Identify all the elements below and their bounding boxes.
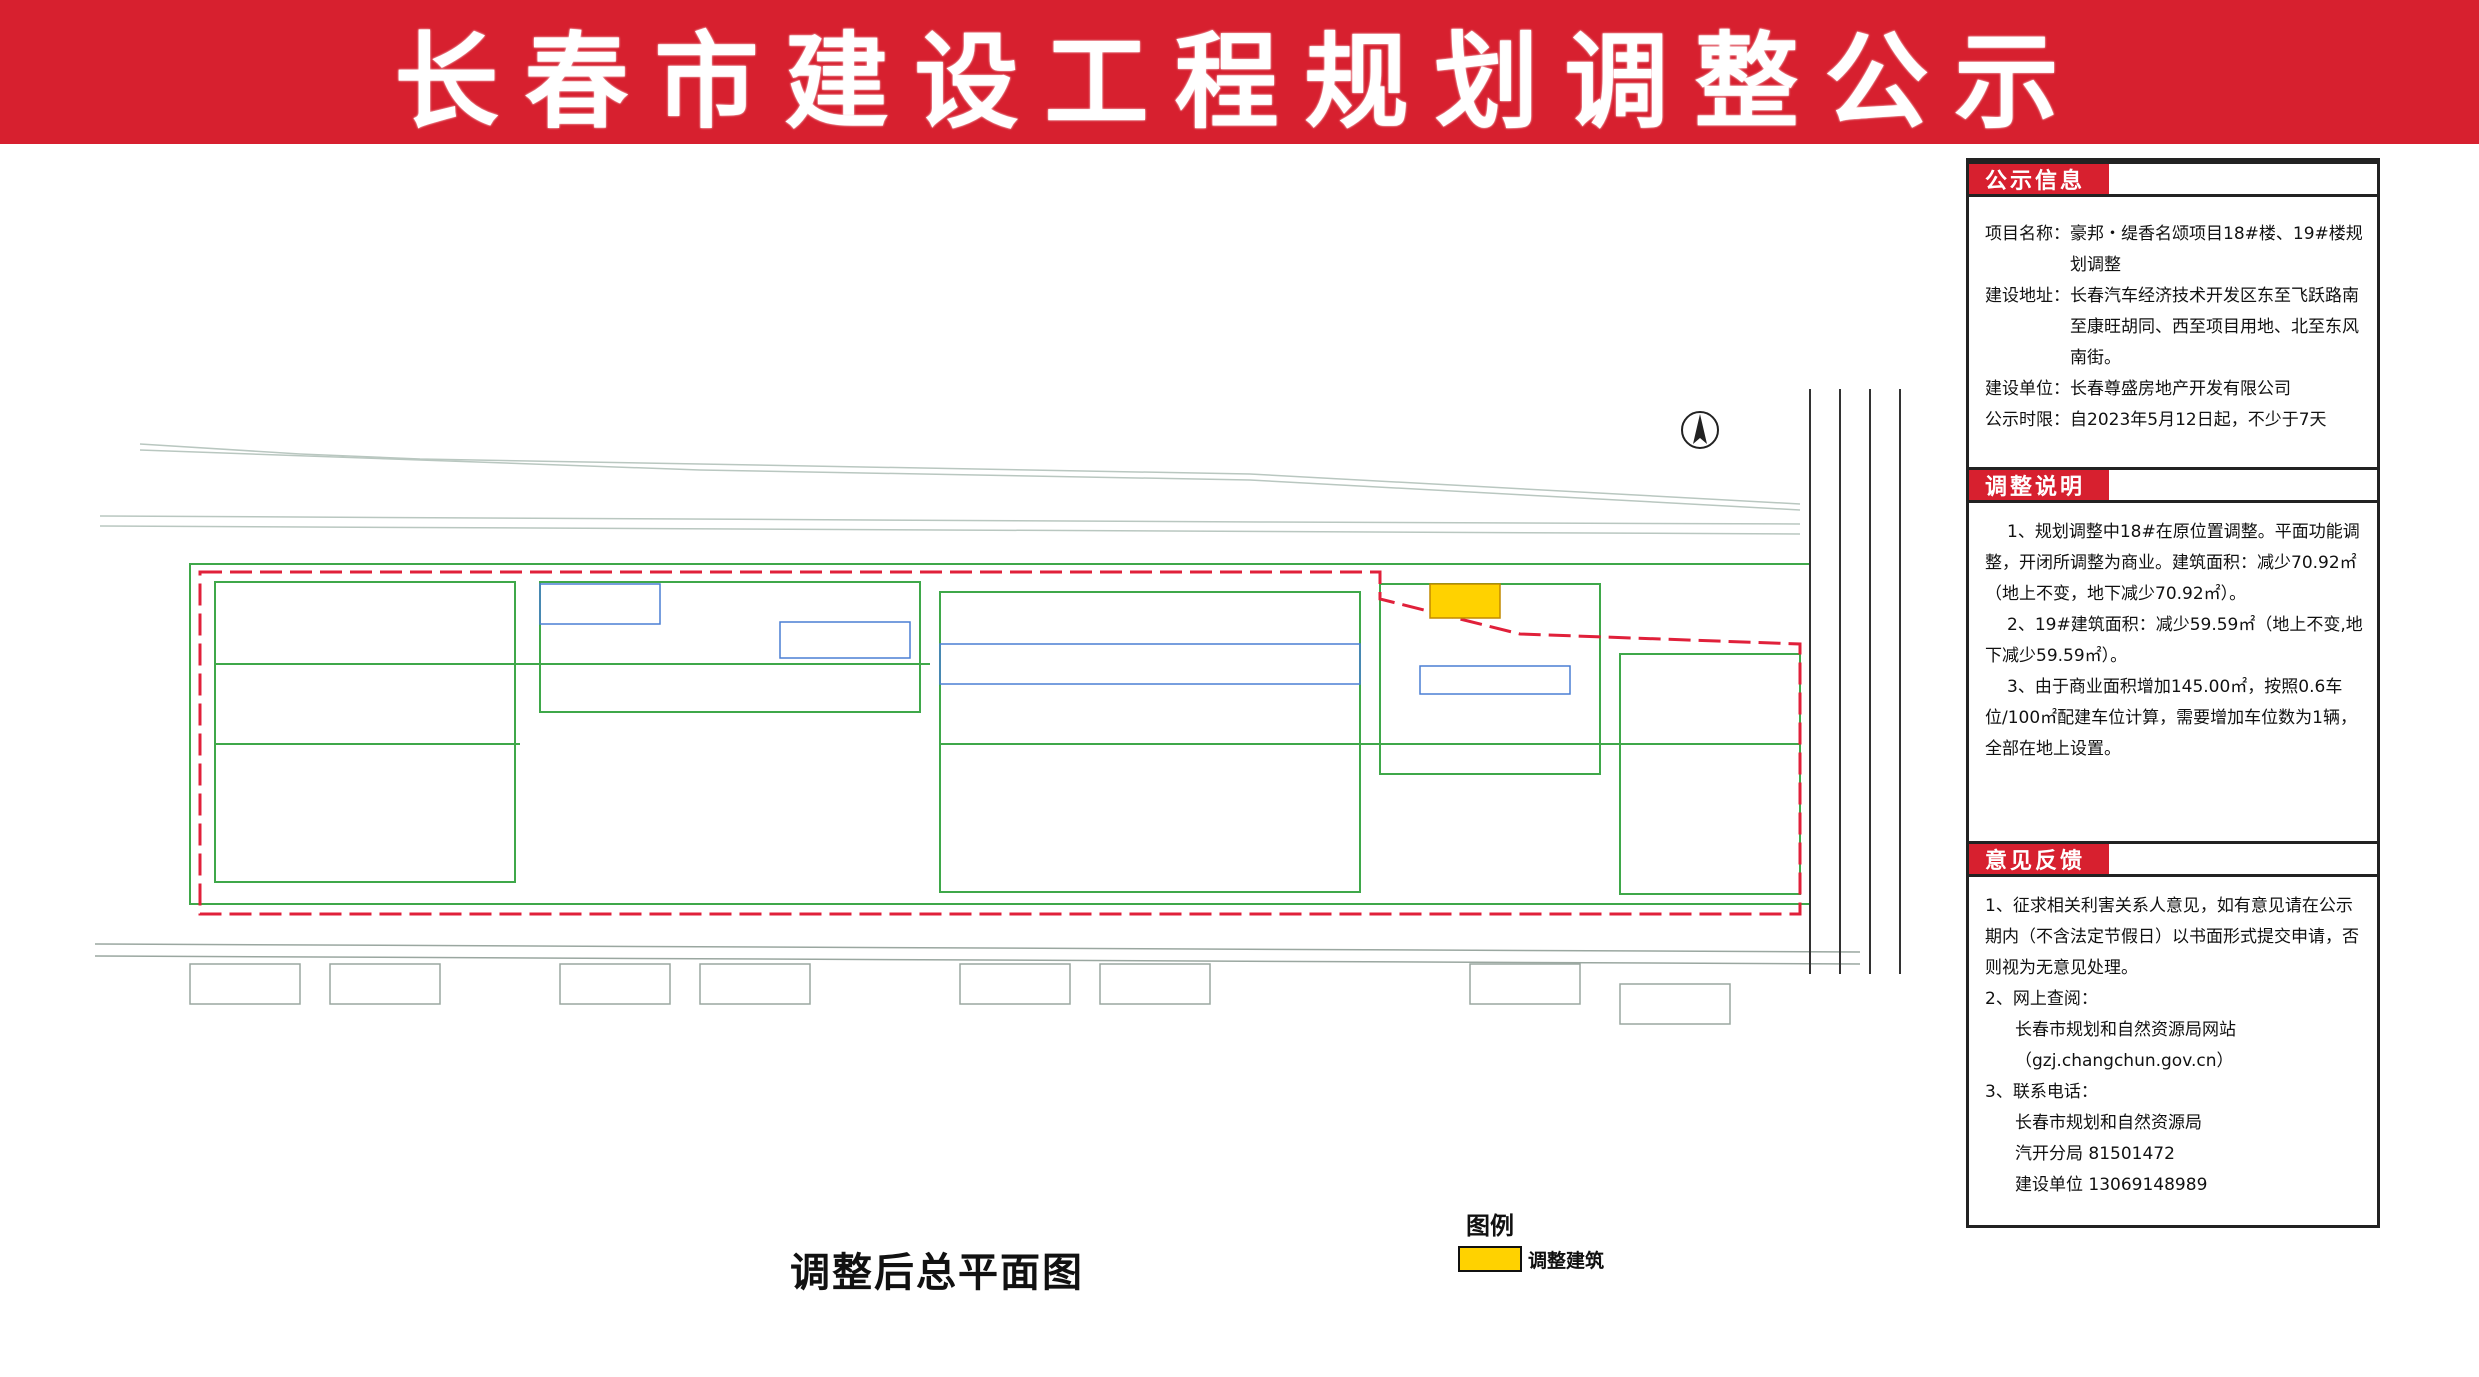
lower-building-6 — [1099, 963, 1211, 1005]
info-value: 自2023年5月12日起，不少于7天 — [2070, 410, 2327, 430]
lower-road-1 — [94, 943, 1861, 953]
info-key: 建设单位： — [1985, 379, 2070, 399]
adjust-header: 调整说明 — [1969, 467, 2377, 503]
feedback-body: 1、征求相关利害关系人意见，如有意见请在公示期内（不含法定节假日）以书面形式提交… — [1985, 891, 2365, 1201]
lower-building-1 — [189, 963, 301, 1005]
parking-row-2 — [779, 621, 911, 659]
adjust-header-label: 调整说明 — [1969, 470, 2110, 500]
feedback-contact-builder: 建设单位 13069148989 — [2015, 1175, 2208, 1195]
info-value: 长春尊盛房地产开发有限公司 — [2070, 379, 2291, 399]
feedback-contact-branch: 汽开分局 81501472 — [2015, 1144, 2175, 1164]
inner-block-3 — [939, 591, 1361, 893]
adjust-item-3: 3、由于商业面积增加145.00㎡，按照0.6车位/100㎡配建车位计算，需要增… — [1985, 677, 2357, 759]
inner-block-5 — [1619, 653, 1801, 895]
feedback-contact-bureau: 长春市规划和自然资源局 — [2015, 1113, 2202, 1133]
parking-row-1 — [539, 583, 661, 625]
info-value: 豪邦・缇香名颂项目18#楼、19#楼规划调整 — [2070, 224, 2363, 275]
road-line-top — [139, 443, 1801, 505]
plan-title: 调整后总平面图 — [790, 1250, 1084, 1296]
info-row-builder: 建设单位： 长春尊盛房地产开发有限公司 — [1985, 374, 2365, 405]
banner-title: 长春市建设工程规划调整公示 — [394, 20, 2085, 143]
info-panel: 公示信息 项目名称： 豪邦・缇香名颂项目18#楼、19#楼规划调整 建设地址： … — [1966, 158, 2380, 1228]
info-row-period: 公示时限： 自2023年5月12日起，不少于7天 — [1985, 405, 2365, 436]
info-header: 公示信息 — [1969, 161, 2377, 197]
road-line-top-2 — [139, 449, 1801, 511]
parking-rows — [539, 583, 1571, 695]
info-header-label: 公示信息 — [1969, 164, 2110, 194]
feedback-item-1: 1、征求相关利害关系人意见，如有意见请在公示期内（不含法定节假日）以书面形式提交… — [1985, 896, 2359, 978]
adjust-body: 1、规划调整中18#在原位置调整。平面功能调整，开闭所调整为商业。建筑面积：减少… — [1985, 517, 2365, 765]
inner-block-2 — [539, 581, 921, 713]
legend-label-adjusted: 调整建筑 — [1528, 1250, 1605, 1272]
lower-road-2 — [94, 955, 1861, 965]
lower-context — [94, 943, 1861, 1025]
lower-building-4 — [699, 963, 811, 1005]
feedback-header-label: 意见反馈 — [1969, 844, 2110, 874]
legend-title: 图例 — [1466, 1212, 1514, 1240]
info-row-name: 项目名称： 豪邦・缇香名颂项目18#楼、19#楼规划调整 — [1985, 219, 2365, 281]
parking-row-4 — [1419, 665, 1571, 695]
site-plan-drawing — [94, 389, 1901, 1025]
lower-building-5 — [959, 963, 1071, 1005]
inner-block-1 — [214, 581, 516, 883]
context-lines — [99, 443, 1801, 535]
site-outline — [189, 563, 1811, 905]
north-arrow-icon — [1681, 411, 1719, 449]
info-body: 项目名称： 豪邦・缇香名颂项目18#楼、19#楼规划调整 建设地址： 长春汽车经… — [1985, 219, 2365, 436]
parking-row-3 — [939, 643, 1361, 685]
title-banner: 长春市建设工程规划调整公示 — [0, 0, 2479, 144]
lower-building-8 — [1619, 983, 1731, 1025]
info-key: 项目名称： — [1985, 224, 2070, 244]
lower-building-7 — [1469, 963, 1581, 1005]
lower-building-3 — [559, 963, 671, 1005]
adjusted-building-18 — [1429, 583, 1501, 619]
info-value: 长春汽车经济技术开发区东至飞跃路南至康旺胡同、西至项目用地、北至东风南街。 — [2070, 286, 2359, 368]
adjust-item-1: 1、规划调整中18#在原位置调整。平面功能调整，开闭所调整为商业。建筑面积：减少… — [1985, 522, 2360, 604]
feedback-website-url: （gzj.changchun.gov.cn） — [2015, 1051, 2234, 1071]
adjust-item-2: 2、19#建筑面积：减少59.59㎡（地上不变,地下减少59.59㎡）。 — [1985, 615, 2363, 666]
feedback-item-3-title: 3、联系电话： — [1985, 1082, 2098, 1102]
legend-swatch-adjusted — [1458, 1246, 1522, 1272]
feedback-item-2-title: 2、网上查阅： — [1985, 989, 2098, 1009]
info-key: 建设地址： — [1985, 286, 2070, 306]
site-drawing — [189, 563, 1811, 905]
feedback-header: 意见反馈 — [1969, 841, 2377, 877]
feedback-website-name: 长春市规划和自然资源局网站 — [2015, 1020, 2236, 1040]
east-road — [1809, 389, 1901, 974]
lower-building-2 — [329, 963, 441, 1005]
site-plan: 调整后总平面图 图例 调整建筑 — [0, 144, 1960, 1377]
info-key: 公示时限： — [1985, 410, 2070, 430]
red-line-boundary — [198, 570, 1802, 916]
info-row-address: 建设地址： 长春汽车经济技术开发区东至飞跃路南至康旺胡同、西至项目用地、北至东风… — [1985, 281, 2365, 374]
road-line-mid — [99, 515, 1801, 525]
road-line-mid-2 — [99, 525, 1801, 535]
